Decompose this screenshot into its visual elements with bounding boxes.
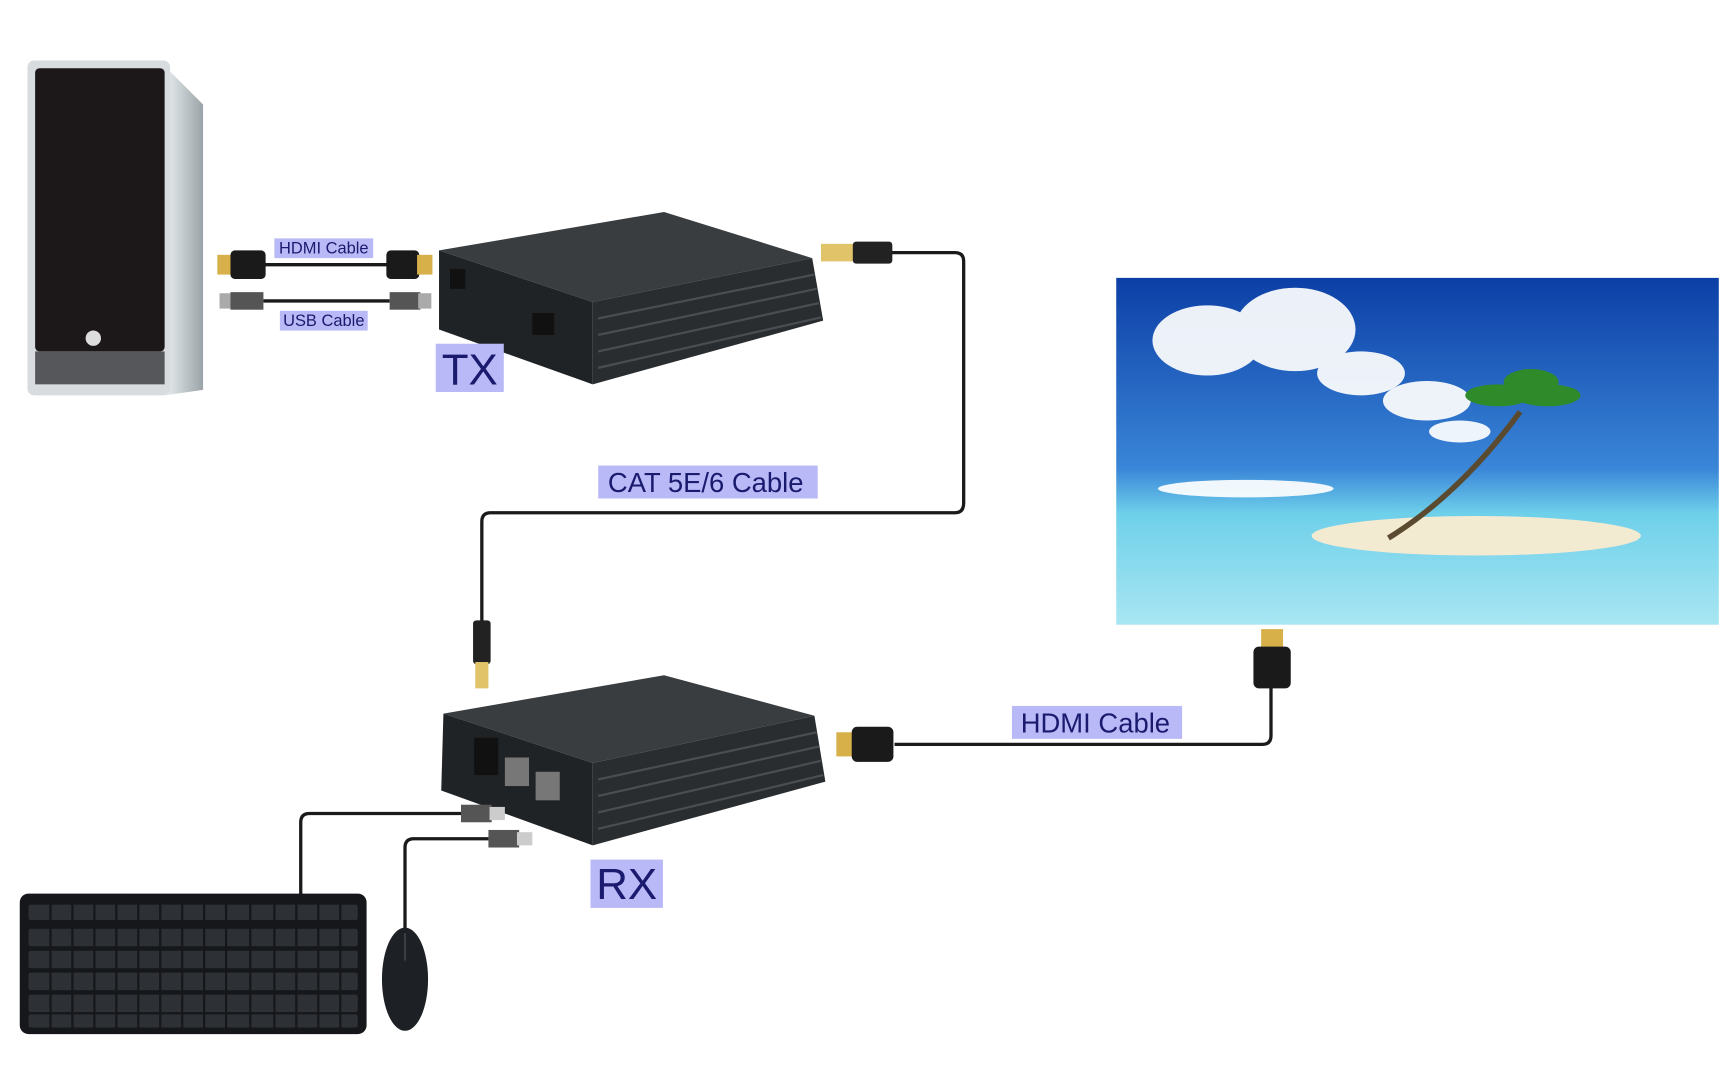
rx-usb-cables — [299, 804, 533, 934]
hdmi-connector-icon — [217, 254, 233, 275]
hdmi-connector-icon — [417, 254, 433, 275]
rj45-connector-icon — [820, 243, 854, 262]
rx-hdmi-cable: HDMI Cable — [836, 629, 1291, 762]
hdmi-connector-icon — [836, 732, 854, 757]
usb-connector-icon — [489, 806, 505, 821]
hdmi-cable-label-rx: HDMI Cable — [1021, 707, 1170, 738]
display-screen — [1116, 277, 1719, 625]
mouse — [381, 927, 429, 1031]
power-button-icon — [85, 330, 101, 346]
pc-tower — [27, 60, 204, 396]
rx-extender-unit — [441, 675, 826, 846]
rj45-connector-icon — [475, 662, 489, 689]
rx-label: RX — [596, 860, 657, 909]
keyboard — [19, 893, 367, 1035]
hdmi-connector-icon — [1261, 629, 1284, 649]
usb-connector-icon — [516, 832, 533, 846]
hdmi-cable-label-tx: HDMI Cable — [279, 240, 369, 258]
cat-cable: CAT 5E/6 Cable — [473, 241, 966, 689]
usb-connector-icon — [418, 293, 432, 309]
cat-cable-label: CAT 5E/6 Cable — [608, 467, 804, 498]
tx-label: TX — [442, 345, 498, 394]
usb-cable-label: USB Cable — [283, 312, 364, 330]
usb-connector-icon — [219, 293, 233, 309]
tx-input-cables: HDMI Cable USB Cable — [217, 238, 433, 331]
tx-extender-unit — [439, 212, 824, 385]
